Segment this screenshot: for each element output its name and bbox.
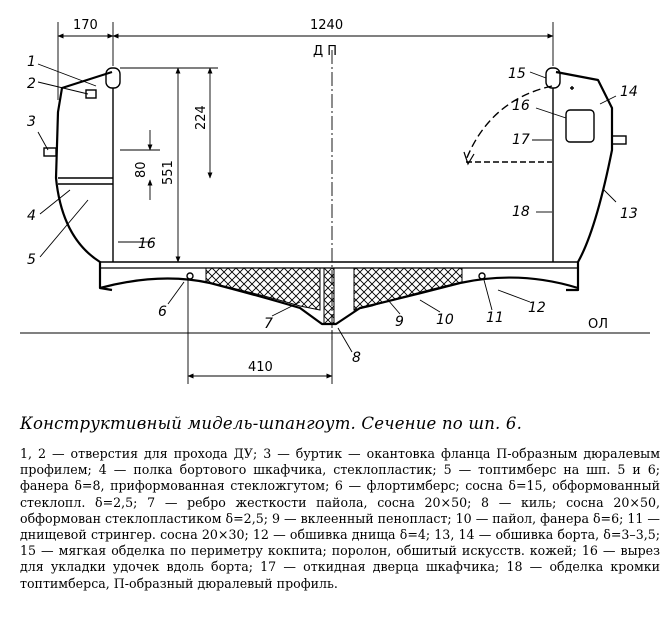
topside-details xyxy=(43,67,627,280)
stiffener-left xyxy=(205,267,321,311)
dim-depth: 551 xyxy=(161,160,176,185)
dim-shelf-gap: 80 xyxy=(134,161,149,178)
callout-leaders xyxy=(37,63,617,353)
dimension-lines xyxy=(20,22,650,384)
callout-11: 11 xyxy=(486,310,504,326)
callout-12: 12 xyxy=(528,300,546,316)
stiffener-right xyxy=(353,267,463,311)
callout-3: 3 xyxy=(27,114,36,130)
dim-half-width: 410 xyxy=(248,360,273,375)
callout-10: 10 xyxy=(436,312,454,328)
keel-block xyxy=(323,267,335,325)
dim-hatch-height: 224 xyxy=(194,105,209,130)
callout-14: 14 xyxy=(620,84,638,100)
midship-section-drawing: 170 1240 224 551 80 410 Д П ОЛ 1 2 3 4 5… xyxy=(20,18,650,384)
centerline-label: Д П xyxy=(313,44,337,59)
hatched-stiffeners xyxy=(205,267,463,325)
callout-16-right: 16 xyxy=(512,98,530,114)
callout-4: 4 xyxy=(27,208,36,224)
callout-17: 17 xyxy=(512,132,530,148)
waterline-label: ОЛ xyxy=(588,317,608,332)
callout-15: 15 xyxy=(508,66,526,82)
callout-18: 18 xyxy=(512,204,530,220)
dim-beam: 1240 xyxy=(310,18,343,33)
callout-7: 7 xyxy=(264,316,273,332)
callout-16-left: 16 xyxy=(138,236,156,252)
callout-5: 5 xyxy=(27,252,36,268)
caption-title: Конструктивный мидель-шпангоут. Сечение … xyxy=(20,414,523,433)
callout-1: 1 xyxy=(27,54,36,70)
caption-body: 1, 2 — отверстия для прохода ДУ; 3 — бур… xyxy=(20,446,660,591)
callout-9: 9 xyxy=(395,314,404,330)
dim-left-offset: 170 xyxy=(73,18,98,33)
callout-numbers: 1 2 3 4 5 6 7 8 9 10 11 12 13 14 15 16 1… xyxy=(27,54,638,366)
callout-8: 8 xyxy=(352,350,361,366)
callout-13: 13 xyxy=(620,206,638,222)
callout-6: 6 xyxy=(158,304,167,320)
callout-2: 2 xyxy=(27,76,36,92)
